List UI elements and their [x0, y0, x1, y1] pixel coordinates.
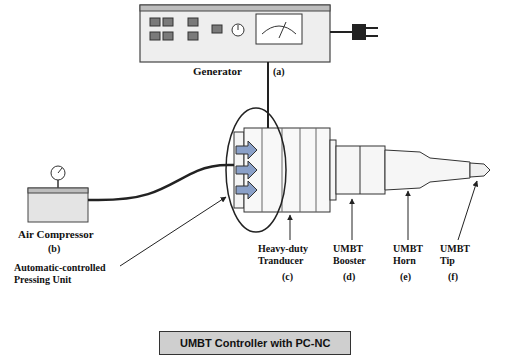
- generator-meter: [279, 22, 286, 38]
- part-label: UMBT Booster: [333, 243, 377, 267]
- region-outline: [7, 77, 504, 356]
- air-compressor: [58, 168, 62, 173]
- air-compressor-box: Air Compressor(b): [28, 188, 88, 222]
- air-compressor: [28, 188, 88, 193]
- leader-line: [290, 215, 291, 240]
- air-hose: [88, 165, 234, 200]
- booster: [336, 146, 385, 194]
- generator-box: Generator: [140, 5, 330, 62]
- generator-knob: [238, 25, 239, 30]
- callout-number: (a): [273, 66, 285, 78]
- pressing-unit-ring: [226, 108, 286, 232]
- tip: [470, 163, 490, 177]
- booster: [330, 140, 385, 200]
- leader-line: [408, 191, 409, 240]
- part-label: Automatic-controlled Pressing Unit: [14, 262, 132, 286]
- part-label: UMBT Tip: [440, 243, 480, 267]
- transducer: [300, 128, 301, 212]
- region-caption: UMBT Controller with PC-NC: [159, 331, 351, 355]
- power-plug: [366, 27, 378, 29]
- generator-button: [150, 18, 222, 40]
- pressing-arrow: [236, 181, 257, 199]
- air-compressor: [28, 166, 88, 222]
- generator-meter: [256, 14, 302, 44]
- part-label: UMBT Horn: [393, 243, 437, 267]
- generator-button: [163, 32, 173, 40]
- generator-knob: [232, 24, 244, 36]
- generator-body: [140, 5, 330, 62]
- tip: [470, 163, 490, 177]
- generator-button: [188, 18, 198, 26]
- generator-label: Generator: [193, 65, 242, 78]
- generator-button: [150, 32, 160, 40]
- transducer: [262, 128, 263, 212]
- power-plug: [330, 24, 378, 40]
- generator-button: [150, 18, 160, 26]
- transducer: [316, 128, 317, 212]
- generator-body: [140, 5, 330, 11]
- power-cable: [267, 62, 269, 128]
- power-plug: [330, 31, 352, 33]
- pressing-arrow: [236, 161, 257, 179]
- pressing-arrow: [236, 141, 257, 159]
- callout-number: (f): [448, 271, 458, 283]
- part-label: Heavy-duty Tranducer: [258, 243, 322, 267]
- air-compressor: [51, 166, 65, 180]
- power-plug: [352, 24, 366, 40]
- generator-body: [140, 5, 330, 62]
- pressing-arrow: [236, 141, 257, 199]
- generator-button: [188, 32, 198, 40]
- generator-meter: [256, 14, 302, 44]
- part-label: Air Compressor: [18, 228, 94, 241]
- air-compressor: [28, 188, 88, 222]
- leader-line: [120, 197, 226, 266]
- callout-number: (b): [48, 243, 60, 255]
- region-outline: [6, 76, 505, 357]
- transducer-box: Heavy-duty Tranducer(c): [234, 128, 330, 212]
- controller-region: UMBT Controller with PC-NC Air Compressor…: [6, 76, 505, 357]
- booster: [330, 140, 336, 200]
- generator-meter: [262, 26, 296, 34]
- horn: [385, 150, 470, 190]
- horn: [385, 150, 470, 190]
- pressing-unit-ring: [226, 108, 286, 232]
- leader-line: [120, 181, 477, 266]
- callout-number: (e): [400, 271, 411, 283]
- callout-number: (c): [282, 271, 293, 283]
- generator-knob: [232, 24, 244, 36]
- booster: [360, 146, 361, 194]
- leader-line: [458, 181, 477, 240]
- power-plug: [366, 35, 378, 37]
- generator-button: [163, 18, 173, 26]
- callout-number: (d): [343, 271, 355, 283]
- generator-button: [212, 25, 222, 33]
- leader-line: [352, 199, 353, 240]
- air-compressor: [57, 180, 59, 188]
